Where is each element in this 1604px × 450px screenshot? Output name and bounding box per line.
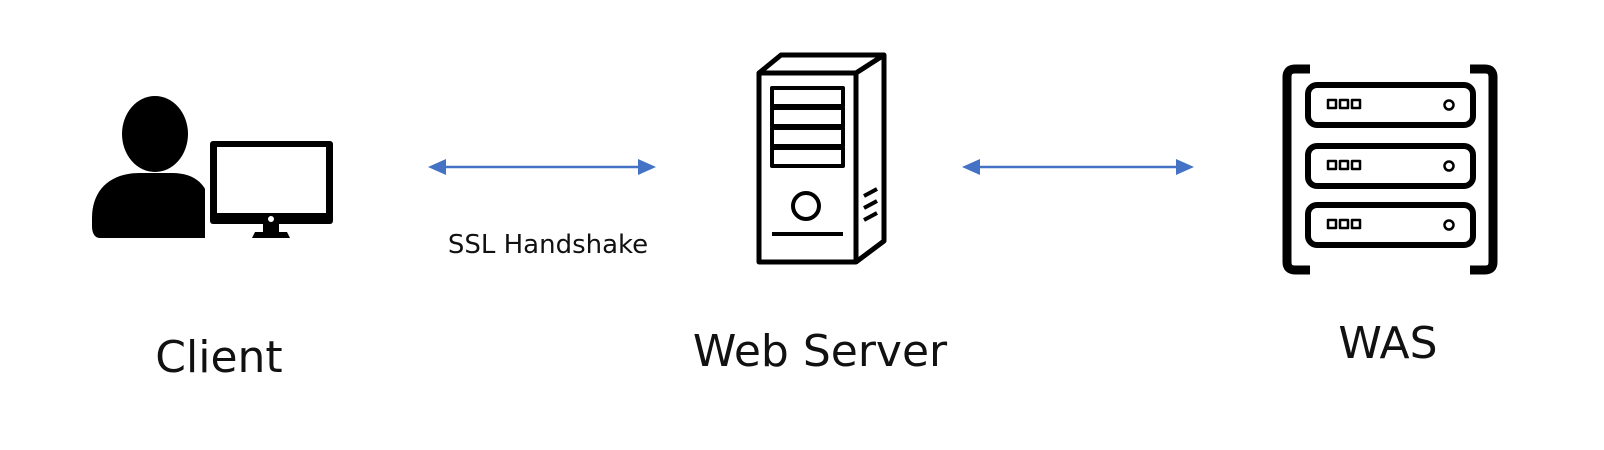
user-computer-icon xyxy=(92,96,333,238)
edge-client-webserver xyxy=(428,159,656,175)
server-tower-icon xyxy=(756,52,887,265)
node-label-web-server: Web Server xyxy=(692,326,948,377)
edge-webserver-was xyxy=(962,159,1194,175)
server-rack-icon xyxy=(1282,64,1498,275)
edge-label-ssl-handshake: SSL Handshake xyxy=(447,230,649,260)
node-label-was: WAS xyxy=(1338,318,1438,369)
node-label-client: Client xyxy=(155,332,283,383)
